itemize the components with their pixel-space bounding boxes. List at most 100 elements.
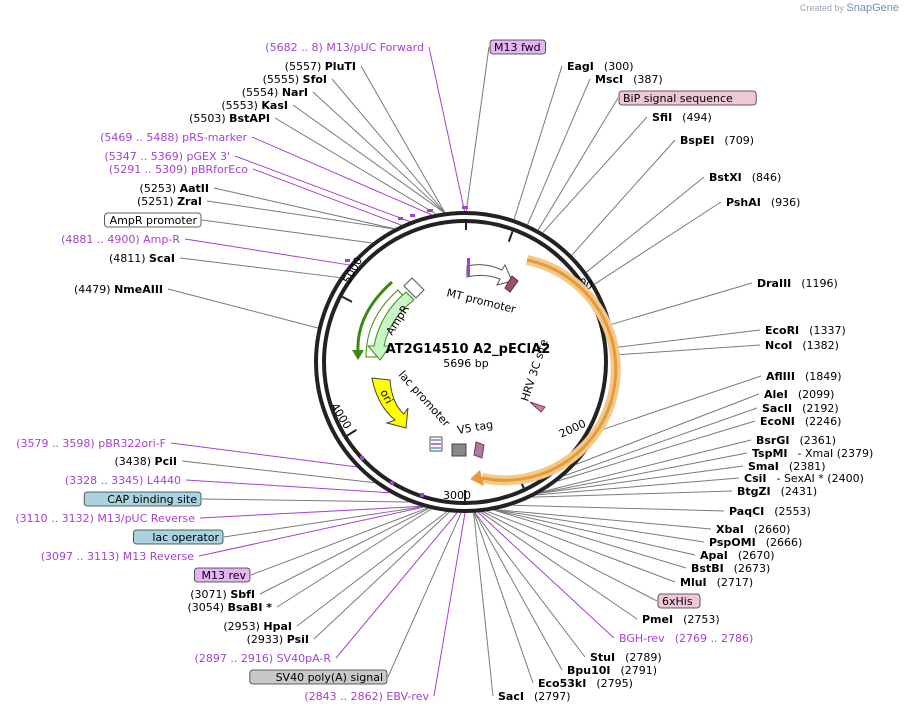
leader-line (428, 46, 465, 212)
label-amp-r: (4881 .. 4900) Amp-R (61, 233, 180, 246)
label-scai: (4811) ScaI (109, 252, 175, 265)
leader-line (473, 512, 534, 684)
label-text: (4881 .. 4900) Amp-R (61, 233, 180, 246)
label-text: EagI(300) (567, 60, 634, 73)
label-text: SacI(2797) (498, 690, 571, 703)
leader-line (483, 511, 658, 602)
label-xbai: XbaI(2660) (716, 523, 790, 536)
label-text: BGH-rev(2769 .. 2786) (619, 632, 753, 645)
label-saci: SacI(2797) (498, 690, 571, 703)
label-hpai: (2953) HpaI (223, 620, 292, 633)
label-tspmi: TspMI- XmaI (2379) (752, 447, 873, 460)
hrv-3c-marker (529, 401, 546, 413)
leader-line (199, 505, 421, 519)
leader-line (542, 439, 752, 493)
label-text: TspMI- XmaI (2379) (752, 447, 873, 460)
leader-line (539, 452, 748, 494)
leader-line (477, 512, 615, 639)
label-text: (3054) BsaBI * (188, 601, 273, 614)
leader-line (615, 329, 761, 349)
label-bsrgi: BsrGI(2361) (756, 434, 836, 447)
label-text: (3328 .. 3345) L4440 (65, 474, 181, 487)
snapgene-credit: Created by SnapGene (800, 2, 899, 14)
leader-line (185, 479, 390, 494)
label-bsabi-: (3054) BsaBI * (188, 601, 273, 614)
leader-line (513, 65, 563, 220)
leader-line (252, 168, 402, 226)
plasmid-name: AT2G14510 A2_pECIA2 (386, 342, 551, 357)
label-pcii: (3438) PciI (114, 455, 177, 468)
label-csii: CsiI- SexAI * (2400) (744, 472, 864, 485)
feature-mt-promoter: MT promoter (445, 263, 518, 316)
leader-line (564, 407, 758, 477)
leader-line (527, 78, 591, 225)
label-m13-reverse: (3097 .. 3113) M13 Reverse (41, 550, 194, 563)
label-afliii: AflIII(1849) (766, 370, 842, 383)
label-ebv-rev: (2843 .. 2862) EBV-rev (304, 690, 429, 703)
tick-mark (341, 295, 353, 303)
label-text: StuI(2789) (590, 651, 662, 664)
leader-line (480, 511, 638, 620)
leader-line (276, 508, 432, 608)
label-text: (5291 .. 5309) pBRforEco (109, 163, 248, 176)
label-text: Bpu10I(2791) (567, 664, 657, 677)
label-text: (3097 .. 3113) M13 Reverse (41, 550, 194, 563)
label-text: (3438) PciI (114, 455, 177, 468)
ampr-arrow (366, 291, 415, 361)
label-text: (5554) NarI (242, 86, 308, 99)
leader-line (313, 511, 450, 640)
label-sbfi: (3071) SbfI (190, 588, 255, 601)
leader-line (495, 509, 705, 543)
label-text: (5682 .. 8) M13/pUC Forward (265, 41, 424, 54)
leader-line (575, 393, 760, 465)
label-text: SacII(2192) (762, 402, 839, 415)
label-text: SV40 poly(A) signal (276, 671, 383, 684)
ori-arrow (371, 377, 409, 429)
label-text: 6xHis (662, 595, 693, 608)
v5-tag-box (451, 443, 467, 457)
label-text: (3579 .. 3598) pBR322ori-F (16, 437, 166, 450)
ampr-outer-arc (356, 280, 393, 353)
label-bpu10i: Bpu10I(2791) (567, 664, 657, 677)
leader-line (387, 512, 462, 678)
label-zrai: (5251) ZraI (137, 195, 202, 208)
bip-signal-marker (504, 275, 519, 293)
leader-line (539, 465, 744, 494)
label-lac-operator: lac operator (132, 529, 224, 545)
label-text: (2953) HpaI (223, 620, 292, 633)
leader-line (586, 176, 705, 273)
leader-line (179, 257, 340, 279)
label-text: PaqCI(2553) (729, 505, 811, 518)
label-pmei: PmeI(2753) (642, 613, 720, 626)
label-psii: (2933) PsiI (247, 633, 309, 646)
label-m13-puc-forward: (5682 .. 8) M13/pUC Forward (265, 41, 424, 54)
label-text: (2933) PsiI (247, 633, 309, 646)
leader-line (571, 139, 676, 256)
label-text: (3110 .. 3132) M13/pUC Reverse (15, 512, 195, 525)
label-bstapi: (5503) BstAPI (189, 112, 270, 125)
leader-line (496, 509, 712, 530)
cds-arc-core (481, 258, 618, 482)
leader-line (201, 498, 409, 503)
label-text: M13 fwd (494, 41, 541, 54)
label-text: BiP signal sequence (623, 92, 733, 105)
label-m13-rev: M13 rev (193, 567, 251, 583)
snapgene-logo: SnapGene (846, 2, 899, 14)
label-text: (5557) PluTI (285, 60, 356, 73)
label-l4440: (3328 .. 3345) L4440 (65, 474, 181, 487)
label-sacii: SacII(2192) (762, 402, 839, 415)
label-text: (4811) ScaI (109, 252, 175, 265)
leader-line (615, 344, 761, 356)
leader-line (433, 512, 466, 697)
label-pbr322ori-f: (3579 .. 3598) pBR322ori-F (16, 437, 166, 450)
leader-line (594, 201, 722, 285)
leader-line (537, 97, 619, 231)
feature-lac-promoter: lac promoter (396, 368, 453, 452)
label-alei: AleI(2099) (764, 388, 834, 401)
label-text: BtgZI(2431) (737, 485, 817, 498)
label-leader-lines (167, 46, 762, 697)
label-econi: EcoNI(2246) (760, 415, 841, 428)
label-text: CAP binding site (107, 493, 197, 506)
label-bip-signal-sequence: BiP signal sequence (618, 90, 757, 106)
